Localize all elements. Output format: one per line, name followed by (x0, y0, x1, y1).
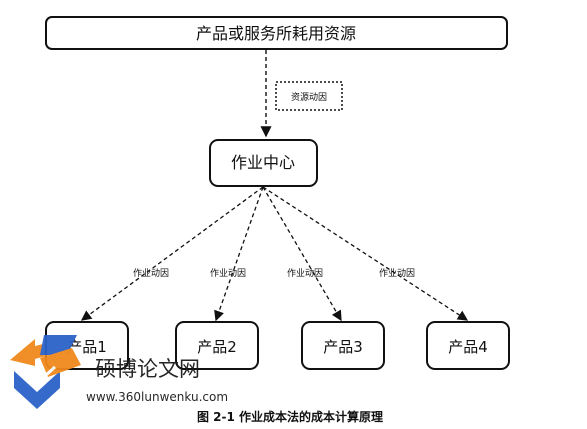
product-node-3-label: 产品3 (323, 338, 363, 356)
product-node-3-box (301, 321, 385, 370)
top-resource-node-label: 产品或服务所耗用资源 (196, 24, 356, 43)
activity-driver-edges: 作业动因 作业动因 作业动因 作业动因 (80, 186, 469, 322)
graduation-cap-book-icon (10, 335, 81, 409)
activity-driver-arrow-1 (80, 186, 264, 321)
product-node-1-label: 产品1 (67, 338, 107, 356)
top-resource-node-box (45, 16, 508, 50)
product-node-3: 产品3 (301, 321, 385, 370)
product-node-4-box (426, 321, 510, 370)
activity-driver-arrow-3 (262, 186, 342, 322)
product-node-2: 产品2 (175, 321, 259, 370)
resource-driver-label: 资源动因 (291, 92, 327, 103)
activity-driver-arrow-2 (214, 186, 264, 322)
watermark-url: www.360lunwenku.com (86, 390, 228, 404)
activity-center-node: 作业中心 (209, 139, 318, 187)
watermark: 硕博论文网 www.360lunwenku.com (10, 335, 228, 409)
top-resource-node: 产品或服务所耗用资源 (45, 16, 508, 50)
activity-center-node-label: 作业中心 (231, 153, 295, 172)
activity-driver-label-1: 作业动因 (133, 267, 169, 279)
product-nodes: 产品1 产品2 产品3 产品4 (45, 321, 510, 370)
activity-driver-label-4: 作业动因 (379, 267, 415, 279)
product-node-2-box (175, 321, 259, 370)
product-node-4: 产品4 (426, 321, 510, 370)
activity-center-node-box (209, 139, 318, 187)
resource-driver-label-box (275, 81, 343, 111)
activity-driver-arrow-4 (262, 186, 469, 321)
resource-driver-edge: 资源动因 (260, 50, 343, 138)
figure-caption: 图 2-1 作业成本法的成本计算原理 (197, 409, 383, 424)
product-node-2-label: 产品2 (197, 338, 237, 356)
activity-driver-label-2: 作业动因 (210, 267, 246, 279)
activity-driver-label-3: 作业动因 (287, 267, 323, 279)
product-node-4-label: 产品4 (448, 338, 488, 356)
watermark-site-name: 硕博论文网 (95, 357, 200, 381)
